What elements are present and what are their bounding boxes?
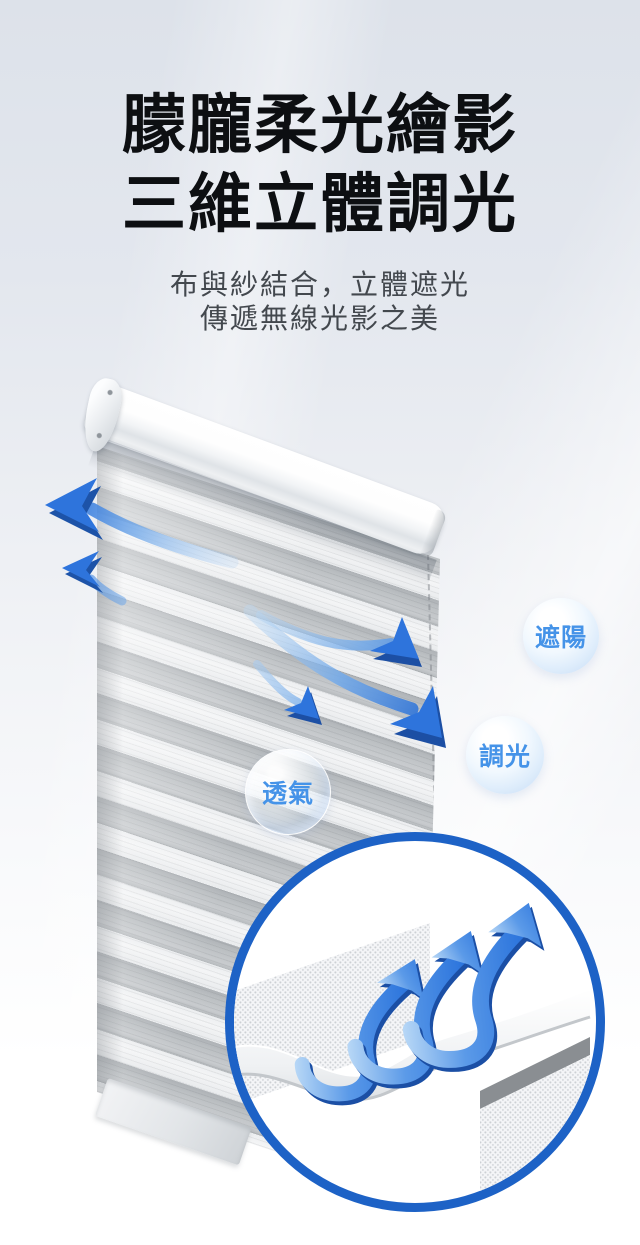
subtitle-line-1: 布與紗結合，立體遮光 [169, 269, 470, 300]
label-dimming: 調光 [478, 743, 531, 771]
title-line-2: 三維立體調光 [122, 168, 518, 240]
label-breathable: 透氣 [261, 780, 314, 808]
subtitle-line-2: 傳遞無線光影之美 [199, 303, 440, 334]
label-bubble-breathable: 透氣 [245, 749, 331, 835]
mesh-layer-front [480, 1037, 590, 1203]
fabric-mesh-airflow-detail [234, 841, 591, 1203]
label-shading: 遮陽 [534, 624, 587, 652]
page-subtitle: 布與紗結合，立體遮光 傳遞無線光影之美 [0, 268, 640, 336]
detail-inset-circle [225, 832, 605, 1212]
page-title: 朦朧柔光繪影 三維立體調光 [0, 86, 640, 244]
title-line-1: 朦朧柔光繪影 [122, 89, 518, 161]
label-bubble-shading: 遮陽 [523, 598, 599, 674]
label-bubble-dimming: 調光 [466, 716, 544, 794]
